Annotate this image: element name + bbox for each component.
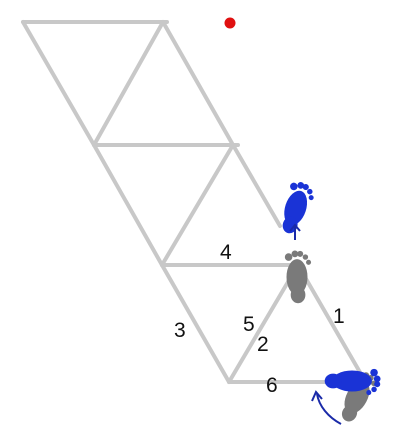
lattice <box>21 20 367 384</box>
edge-label-2: 2 <box>257 333 269 356</box>
lattice-left-lower-edge <box>92 143 164 267</box>
lattice-edge-a <box>92 20 165 147</box>
edge-3 <box>160 263 231 384</box>
red-dot-icon <box>224 17 236 29</box>
edge-label-4: 4 <box>220 241 232 264</box>
edge-1 <box>296 263 367 383</box>
lattice-left-upper-edge <box>21 20 96 147</box>
edge-label-5: 5 <box>243 313 255 336</box>
edge-label-3: 3 <box>174 319 186 342</box>
lattice-edge-d <box>231 143 282 228</box>
edge-5-2 <box>227 263 300 384</box>
edge-label-6: 6 <box>266 374 278 397</box>
footprint-icon <box>284 250 312 304</box>
curved-arrow-icon <box>311 390 342 425</box>
footprint-icon <box>282 182 314 234</box>
lattice-edge-c <box>160 143 235 267</box>
edge-label-1: 1 <box>333 305 345 328</box>
up-arrow-icon <box>289 223 301 240</box>
lattice-edge-b <box>161 20 235 147</box>
footprint-icon <box>324 368 381 396</box>
